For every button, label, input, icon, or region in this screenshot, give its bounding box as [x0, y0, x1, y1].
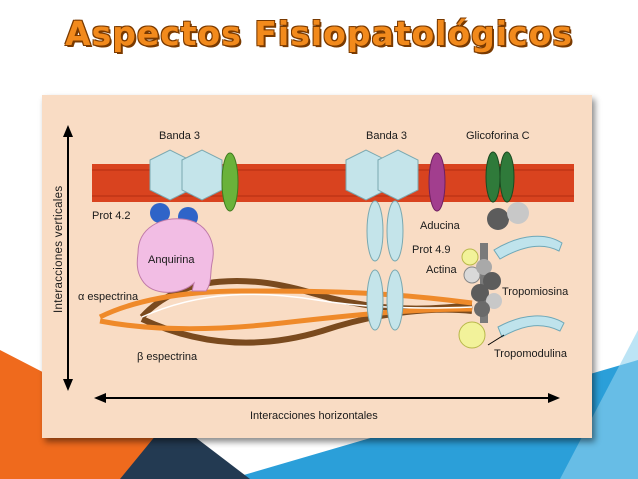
spectrin-highlight — [141, 293, 473, 318]
leader-line — [487, 334, 505, 346]
arrow-right-icon — [548, 393, 560, 403]
junction-grey-circle — [507, 202, 529, 224]
anquirina-label: Anquirina — [148, 254, 195, 266]
aducina-label: Aducina — [420, 220, 461, 232]
banda3-right-column — [386, 269, 404, 331]
arrow-left-icon — [94, 393, 106, 403]
decor-dark-triangle — [120, 418, 250, 479]
actina-circle — [474, 301, 490, 317]
banda3-right-column — [366, 269, 384, 331]
glicoforina-strand — [485, 151, 501, 203]
glicoforina-label: Glicoforina C — [466, 130, 530, 142]
banda3-right-column — [366, 200, 384, 262]
tropomiosina-fiber — [493, 235, 563, 260]
tropomiosina-fiber — [497, 315, 565, 338]
banda3-right-column — [386, 200, 404, 262]
glicoforina-strand — [499, 151, 515, 203]
actina-circle — [486, 293, 502, 309]
actina-label: Actina — [426, 264, 457, 276]
spectrin-strand — [140, 306, 473, 346]
alfa-espectrina-label: α espectrina — [78, 291, 139, 303]
tropomodulina-label: Tropomodulina — [494, 348, 568, 360]
actina-circle — [471, 284, 489, 302]
vertical-axis-label: Interacciones verticales — [53, 186, 65, 313]
actina-circle — [476, 259, 492, 275]
prot49-label: Prot 4.9 — [412, 244, 451, 256]
banda3-left-label: Banda 3 — [159, 130, 200, 142]
tropomiosina-label: Tropomiosina — [502, 286, 569, 298]
decor-light-blue-triangle — [560, 330, 638, 479]
membrane-diagram: Interacciones verticales Interacciones h… — [53, 125, 574, 422]
tropomodulina-circle — [458, 321, 486, 349]
beta-espectrina-label: β espectrina — [137, 351, 198, 363]
prot49-circle — [461, 248, 479, 266]
junction-dark-circle — [487, 208, 509, 230]
glycoprotein-green — [221, 152, 239, 212]
aducina-membrane-protein — [428, 152, 446, 212]
banda3-right-unit — [377, 149, 419, 201]
actina-circle — [463, 266, 481, 284]
arrow-down-icon — [63, 379, 73, 391]
prot42-label: Prot 4.2 — [92, 210, 131, 222]
arrow-up-icon — [63, 125, 73, 137]
horizontal-axis-label: Interacciones horizontales — [250, 410, 378, 422]
prot42-circle — [150, 203, 170, 223]
banda3-right-label: Banda 3 — [366, 130, 407, 142]
anquirina-shape — [136, 218, 214, 293]
actina-circle — [483, 272, 501, 290]
alpha-spectrin-strand — [99, 306, 473, 332]
diagram-panel: Interacciones verticales Interacciones h… — [42, 95, 592, 438]
slide-title: Aspectos Fisiopatológicos — [65, 14, 573, 53]
banda3-left-unit — [181, 149, 223, 201]
